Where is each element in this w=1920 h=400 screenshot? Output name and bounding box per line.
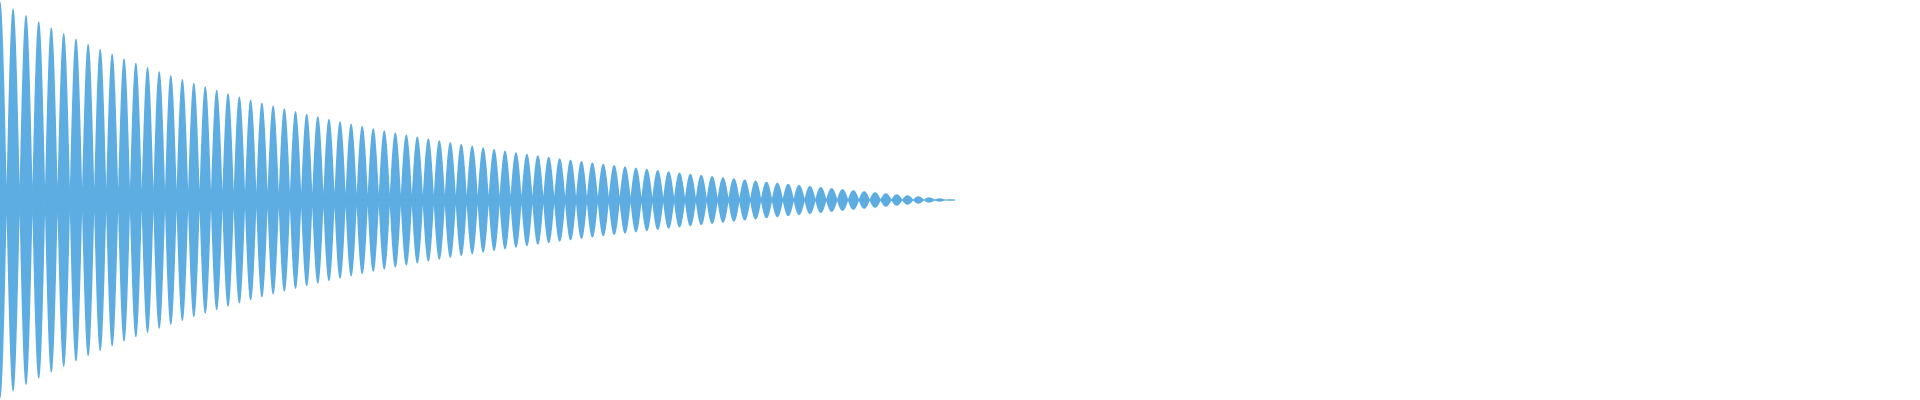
waveform-canvas[interactable] (0, 0, 1920, 400)
audio-waveform-view[interactable] (0, 0, 1920, 400)
